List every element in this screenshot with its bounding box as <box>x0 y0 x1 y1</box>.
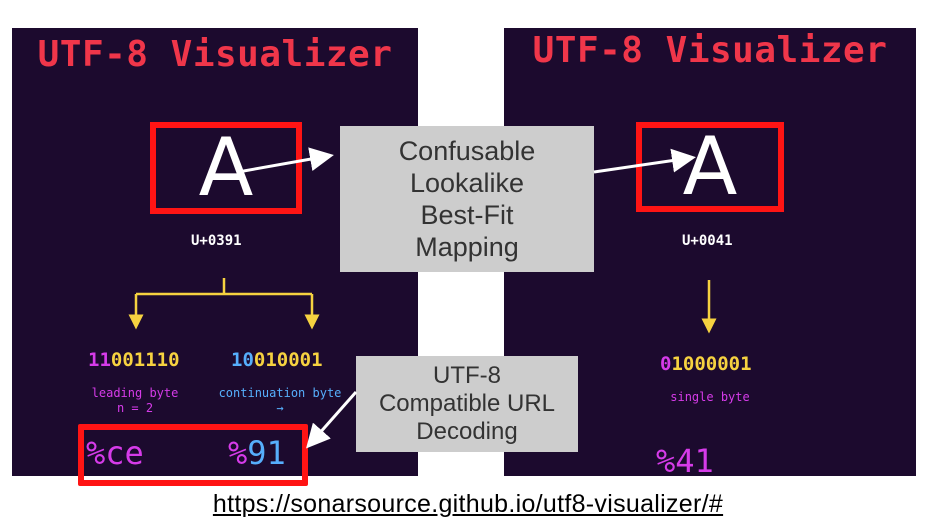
left-encoded1-prefix: % <box>86 434 106 472</box>
right-encoded1-prefix: % <box>656 442 676 480</box>
left-encoded2-value: 91 <box>247 434 286 472</box>
visualizer-url-link[interactable]: https://sonarsource.github.io/utf8-visua… <box>212 490 724 518</box>
left-byte1-caption-line2: n = 2 <box>116 401 154 415</box>
left-byte2-bits: 10010001 <box>231 349 323 371</box>
right-byte1-marker: 0 <box>660 353 672 375</box>
left-codepoint: U+0391 <box>191 233 242 249</box>
left-byte1-caption: leading byte n = 2 <box>80 386 190 416</box>
mapping-callout-line1: Confusable <box>398 136 536 166</box>
right-encoded1-value: 41 <box>675 442 714 480</box>
right-codepoint: U+0041 <box>682 233 733 249</box>
decoding-callout-box: UTF-8 Compatible URL Decoding <box>356 356 578 452</box>
left-byte2-caption-line2: → <box>276 401 284 415</box>
left-character-box: Α <box>150 122 302 214</box>
right-character-box: A <box>636 122 784 212</box>
right-encoded-byte1: %41 <box>656 442 714 480</box>
left-title: UTF-8 Visualizer <box>37 34 393 75</box>
left-encoded1-value: ce <box>105 434 144 472</box>
left-byte2-caption: continuation byte → <box>210 386 350 416</box>
decoding-callout-line2: Compatible URL <box>378 390 556 417</box>
encoded-bytes-highlight-box <box>78 424 308 486</box>
right-byte1-payload: 1000001 <box>671 353 752 375</box>
left-encoded-byte2: %91 <box>228 434 286 472</box>
left-encoded-byte1: %ce <box>86 434 144 472</box>
left-byte2-payload: 010001 <box>253 349 323 371</box>
left-byte2-caption-line1: continuation byte <box>218 386 342 400</box>
left-encoded2-prefix: % <box>228 434 248 472</box>
decoding-callout-line1: UTF-8 <box>433 362 501 389</box>
left-byte1-payload: 001110 <box>110 349 180 371</box>
left-character: Α <box>198 121 254 214</box>
mapping-callout-box: Confusable Lookalike Best-Fit Mapping <box>340 126 594 272</box>
left-byte1-caption-line1: leading byte <box>91 386 179 400</box>
left-byte2-marker: 10 <box>231 349 254 371</box>
right-title: UTF-8 Visualizer <box>532 30 888 71</box>
right-character: A <box>682 120 738 213</box>
mapping-callout-line3: Best-Fit <box>420 200 514 230</box>
mapping-callout-line4: Mapping <box>415 232 519 262</box>
mapping-callout-line2: Lookalike <box>409 168 525 198</box>
right-byte1-caption: single byte <box>670 390 750 404</box>
left-byte1-marker: 11 <box>88 349 111 371</box>
right-byte1-bits: 01000001 <box>660 353 752 375</box>
decoding-callout-line3: Decoding <box>416 418 518 445</box>
left-byte1-bits: 11001110 <box>88 349 180 371</box>
